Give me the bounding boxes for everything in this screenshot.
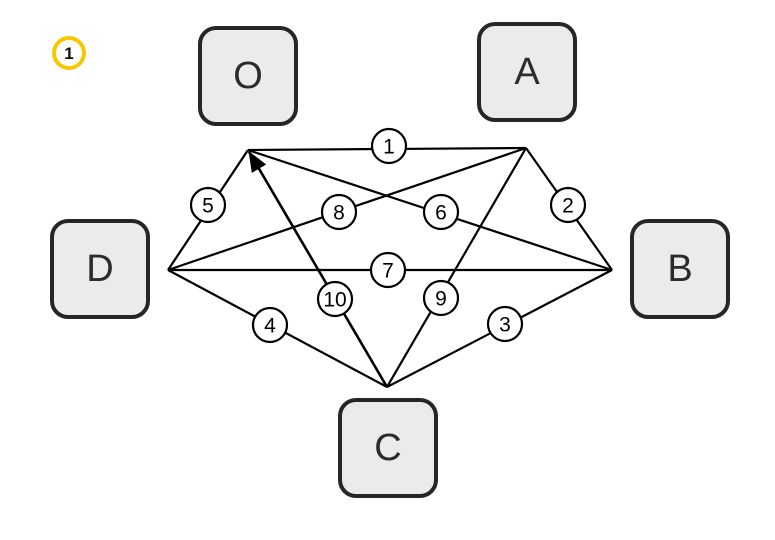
edge-badge-label-3: 3 xyxy=(499,314,511,337)
edge-badge-label-6: 6 xyxy=(435,202,447,225)
node-box-b[interactable]: B xyxy=(630,219,730,319)
edge-badge-label-2: 2 xyxy=(562,195,574,218)
edge-badge-1[interactable]: 1 xyxy=(370,127,408,165)
edge-badge-label-5: 5 xyxy=(202,195,214,218)
edge-badge-circle-7 xyxy=(369,251,407,289)
edge-badge-7[interactable]: 7 xyxy=(369,251,407,289)
step-counter-badge: 1 xyxy=(52,36,86,70)
node-box-d[interactable]: D xyxy=(50,219,150,319)
node-box-o[interactable]: O xyxy=(198,26,298,126)
edge-badge-10[interactable]: 10 xyxy=(316,280,354,318)
step-counter-label: 1 xyxy=(64,43,74,63)
node-label-o: O xyxy=(233,55,263,97)
edge-badge-circle-5 xyxy=(189,186,227,224)
node-label-b: B xyxy=(667,248,693,290)
edge-badge-label-1: 1 xyxy=(383,136,395,159)
edge-badge-group: 1 2 3 4 5 6 7 8 9 10 xyxy=(189,127,587,344)
edge-badge-9[interactable]: 9 xyxy=(422,279,460,317)
edge-badge-label-4: 4 xyxy=(264,315,276,338)
edge-badge-circle-2 xyxy=(549,186,587,224)
edge-badge-circle-10 xyxy=(316,280,354,318)
edge-badge-3[interactable]: 3 xyxy=(486,305,524,343)
node-label-c: C xyxy=(374,427,402,469)
node-box-c[interactable]: C xyxy=(338,398,438,498)
edge-badge-2[interactable]: 2 xyxy=(549,186,587,224)
edge-badge-circle-8 xyxy=(320,193,358,231)
edge-badge-circle-9 xyxy=(422,279,460,317)
edge-badge-4[interactable]: 4 xyxy=(251,306,289,344)
node-label-d: D xyxy=(86,248,114,290)
edge-9-a-c[interactable] xyxy=(386,147,527,388)
edge-badge-circle-1 xyxy=(370,127,408,165)
node-label-a: A xyxy=(514,51,540,93)
edge-badge-label-9: 9 xyxy=(435,288,447,311)
edge-badge-label-8: 8 xyxy=(333,202,345,225)
edge-badge-circle-3 xyxy=(486,305,524,343)
edge-10-c-o[interactable] xyxy=(247,150,389,388)
edge-badge-label-10: 10 xyxy=(323,289,346,312)
edge-badge-5[interactable]: 5 xyxy=(189,186,227,224)
edge-badge-8[interactable]: 8 xyxy=(320,193,358,231)
edge-badge-circle-4 xyxy=(251,306,289,344)
edge-badge-6[interactable]: 6 xyxy=(422,193,460,231)
edge-badge-circle-6 xyxy=(422,193,460,231)
edge-badge-label-7: 7 xyxy=(382,260,394,283)
node-box-a[interactable]: A xyxy=(477,22,577,122)
